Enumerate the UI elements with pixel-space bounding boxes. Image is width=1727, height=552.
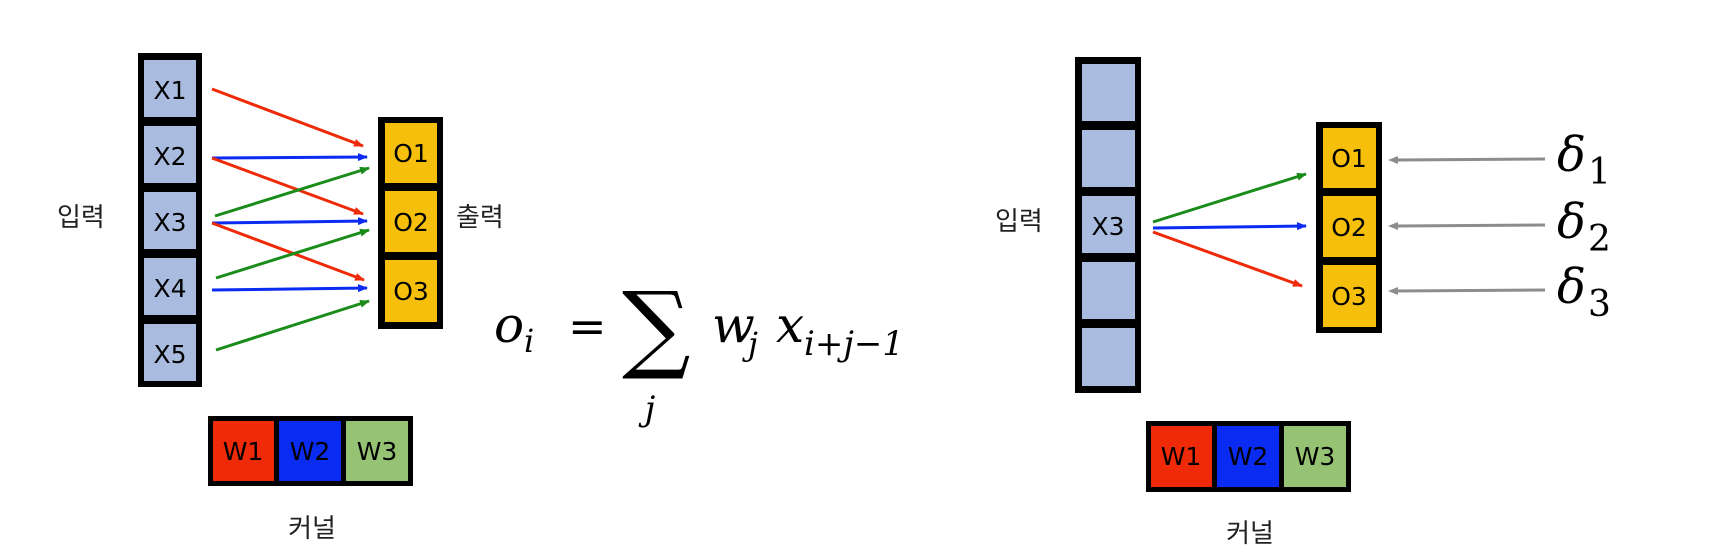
gradient-arrow-2 <box>1388 221 1546 230</box>
left-input-cell <box>144 324 196 381</box>
arrow-x3-o3-w1 <box>1152 230 1303 288</box>
right-kernel-label: 커널 <box>1226 519 1274 549</box>
formula-x-sub: i+j−1 <box>804 324 904 364</box>
left-input-cell <box>144 60 196 117</box>
right-output-cell <box>1323 196 1376 257</box>
left-output-o1: O1 <box>393 139 429 168</box>
left-kernel: W1 W2 W3 <box>208 416 413 486</box>
formula-equals: = <box>568 299 607 353</box>
right-input-x3: X3 <box>1091 212 1124 241</box>
delta-2-symbol: δ <box>1557 194 1586 250</box>
arrow-x3-o2-w2 <box>211 217 368 226</box>
right-output-cell <box>1323 265 1376 327</box>
right-deltas: δ 1 δ 2 δ 3 <box>1557 127 1611 325</box>
right-output-cell <box>1323 128 1376 188</box>
delta-1-sub: 1 <box>1588 152 1611 193</box>
left-kernel-label: 커널 <box>288 514 336 544</box>
formula-lhs-sub: i <box>524 322 534 360</box>
arrow-x2-o1-w2 <box>211 153 368 162</box>
left-arrows <box>211 87 370 352</box>
gradient-arrow-1 <box>1388 155 1546 164</box>
right-input-cell <box>1082 130 1135 187</box>
right-input-cell <box>1082 64 1135 121</box>
left-kernel-w3: W3 <box>357 437 398 466</box>
left-input-label: 입력 <box>57 203 105 233</box>
left-kernel-w1: W1 <box>223 437 264 466</box>
left-input-x5: X5 <box>153 340 186 369</box>
left-kernel-w2-cell <box>279 421 341 481</box>
arrow-x2-o2-w1 <box>211 156 364 216</box>
left-output-column: O1 O2 O3 <box>378 117 443 329</box>
formula-sum-symbol: ∑ <box>622 271 691 383</box>
right-output-o2: O2 <box>1331 213 1367 242</box>
arrow-x3-o1-w3 <box>214 166 370 218</box>
left-input-x3: X3 <box>153 208 186 237</box>
delta-3-symbol: δ <box>1557 259 1586 315</box>
formula-x: x <box>776 296 804 354</box>
left-kernel-w2: W2 <box>290 437 331 466</box>
left-input-x4: X4 <box>153 274 186 303</box>
arrow-x3-o3-w1 <box>211 221 365 282</box>
convolution-formula: o i = ∑ j w j x i+j−1 <box>494 271 904 429</box>
right-kernel-w3-cell <box>1284 426 1346 487</box>
arrow-x3-o2-w2 <box>1152 222 1307 231</box>
right-kernel-w2: W2 <box>1228 442 1269 471</box>
left-output-cell <box>385 191 437 252</box>
right-kernel: W1 W2 W3 <box>1146 421 1351 492</box>
arrow-x4-o3-w2 <box>211 284 368 293</box>
left-input-x1: X1 <box>153 76 186 105</box>
right-input-cell <box>1082 196 1135 253</box>
left-input-x2: X2 <box>153 142 186 171</box>
left-forward-diagram: 입력 출력 X1 X2 X3 X4 X5 O1 O2 O3 <box>57 53 504 544</box>
right-output-o3: O3 <box>1331 282 1367 311</box>
right-input-cell <box>1082 262 1135 319</box>
left-kernel-w1-cell <box>213 421 274 481</box>
right-input-column: X3 <box>1075 57 1141 393</box>
right-backward-diagram: 입력 X3 O1 O2 O3 <box>995 57 1611 549</box>
right-output-column: O1 O2 O3 <box>1316 122 1382 333</box>
right-kernel-w2-cell <box>1217 426 1279 487</box>
left-output-o2: O2 <box>393 208 429 237</box>
formula-lhs: o <box>494 296 524 354</box>
right-input-label: 입력 <box>995 207 1043 237</box>
left-output-label: 출력 <box>456 203 504 233</box>
right-input-cell <box>1082 328 1135 386</box>
right-kernel-w1: W1 <box>1161 442 1202 471</box>
right-arrows <box>1152 172 1307 288</box>
left-input-cell <box>144 192 196 249</box>
delta-1-symbol: δ <box>1557 127 1586 183</box>
right-kernel-w1-cell <box>1151 426 1212 487</box>
delta-3-sub: 3 <box>1588 284 1611 325</box>
left-output-cell <box>385 123 437 183</box>
arrow-x5-o3-w3 <box>215 299 370 352</box>
arrow-x3-o1-w3 <box>1152 172 1307 224</box>
left-input-column: X1 X2 X3 X4 X5 <box>138 53 202 387</box>
left-kernel-w3-cell <box>346 421 408 481</box>
gradient-arrow-3 <box>1388 286 1546 295</box>
left-output-cell <box>385 260 437 322</box>
left-input-cell <box>144 258 196 315</box>
left-input-cell <box>144 126 196 183</box>
right-output-o1: O1 <box>1331 144 1367 173</box>
arrow-x4-o2-w3 <box>215 228 370 280</box>
right-gradient-arrows <box>1388 155 1546 295</box>
right-kernel-w3: W3 <box>1295 442 1336 471</box>
left-output-o3: O3 <box>393 277 429 306</box>
arrow-x1-o1-w1 <box>211 87 364 148</box>
delta-2-sub: 2 <box>1588 219 1611 260</box>
formula-sum-index: j <box>638 389 656 429</box>
formula-w: w <box>712 296 755 354</box>
